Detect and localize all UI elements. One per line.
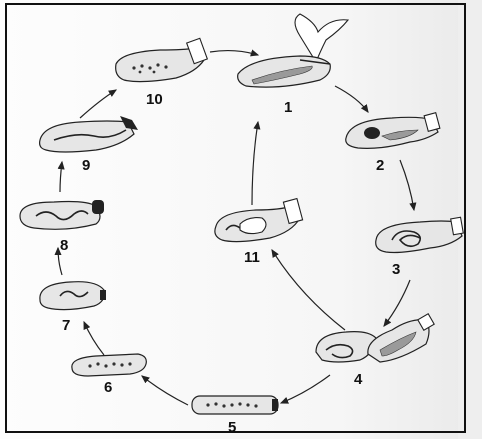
stage-10-label: 10 [146, 91, 163, 108]
arrow-4-to-5 [279, 374, 331, 404]
stage-10-drawing [115, 37, 209, 83]
stage-8-label: 8 [60, 237, 68, 254]
arrow-1-to-2 [334, 85, 369, 113]
stage-6-label: 6 [104, 379, 112, 396]
page-edge-strip [458, 0, 482, 439]
stage-6-drawing [71, 353, 147, 377]
arrow-4-to-11 [271, 248, 346, 331]
arrow-7-to-8 [54, 246, 63, 276]
stage-1-label: 1 [284, 99, 292, 116]
arrow-10-to-1 [209, 49, 260, 57]
stage-9-drawing [39, 116, 138, 153]
stage-5-drawing [191, 395, 279, 415]
arrow-8-to-9 [57, 160, 65, 193]
stage-11-label: 11 [244, 249, 260, 266]
diagram-frame [5, 3, 466, 433]
arrow-3-to-4 [383, 279, 411, 327]
stage-4-label: 4 [354, 371, 363, 388]
arrow-11-to-1 [251, 120, 261, 206]
stage-9-label: 9 [82, 157, 90, 174]
stage-4-drawing [315, 313, 435, 363]
stage-5-label: 5 [228, 419, 236, 436]
stage-2-drawing [345, 112, 441, 149]
stage-8-drawing [19, 200, 104, 230]
stage-7-drawing [39, 281, 106, 311]
arrow-6-to-7 [83, 320, 105, 356]
stage-3-label: 3 [392, 261, 400, 278]
stage-2-label: 2 [376, 157, 384, 174]
cycle-arrows [54, 49, 417, 406]
arrow-2-to-3 [399, 159, 417, 212]
stage-11-drawing [214, 197, 304, 243]
arrow-9-to-10 [79, 89, 118, 119]
arrow-5-to-6 [141, 375, 189, 406]
stage-7-label: 7 [62, 317, 70, 334]
stage-1-drawing [237, 13, 350, 88]
stage-3-drawing [375, 216, 464, 254]
